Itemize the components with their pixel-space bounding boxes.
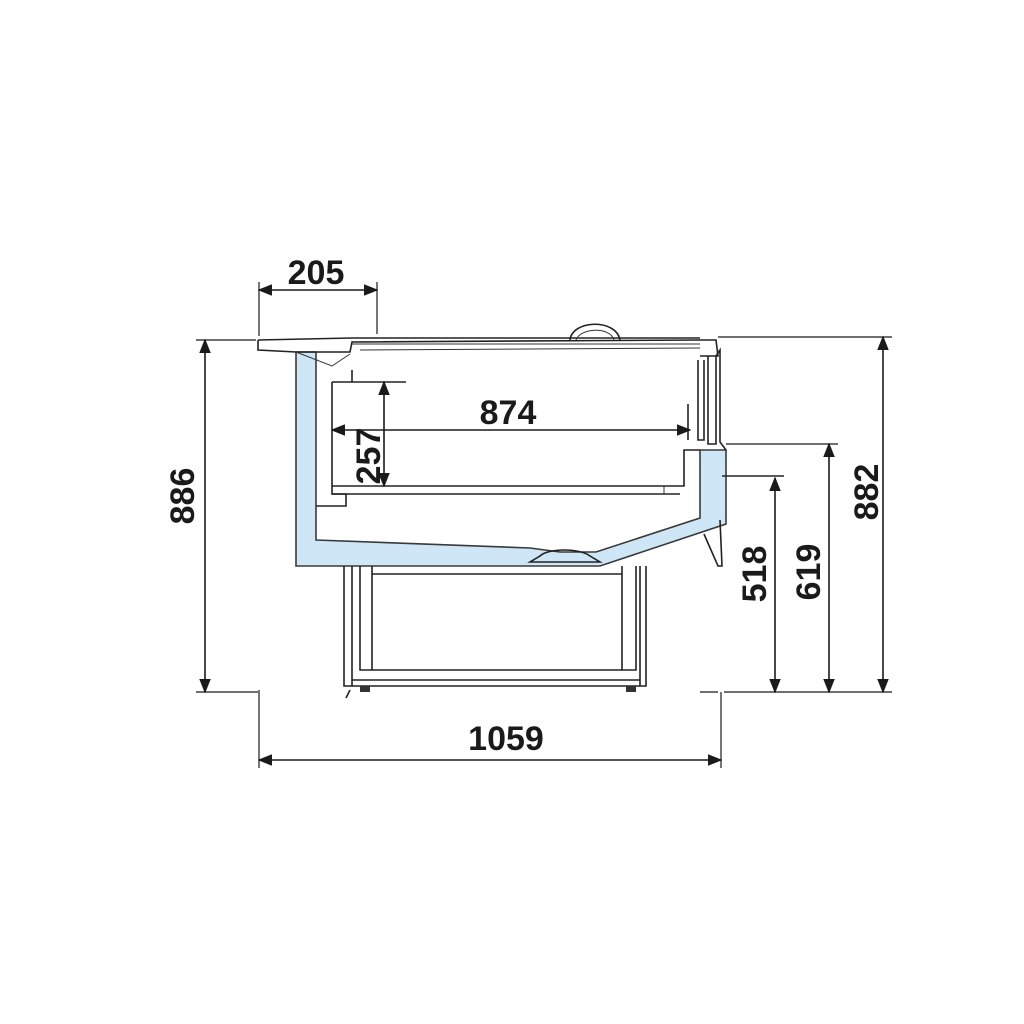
dimension-height-882: 882: [718, 335, 892, 694]
dimension-label-882: 882: [848, 464, 886, 521]
insulation-shell: [295, 351, 727, 567]
dimension-inner-width: 874: [330, 394, 692, 436]
dimension-height-518: 518: [736, 476, 781, 694]
dimension-label-257: 257: [350, 428, 388, 485]
display-case-section: [257, 323, 784, 699]
dimension-label-205: 205: [288, 254, 345, 292]
inner-tray: [316, 370, 700, 507]
dimension-height-619: 619: [726, 442, 838, 694]
dimension-label-1059: 1059: [468, 720, 544, 758]
dimension-inner-depth: 257: [350, 380, 390, 488]
base-stand: [343, 566, 647, 699]
dimension-label-518: 518: [736, 546, 774, 603]
top-lid: [257, 323, 719, 367]
dimension-label-619: 619: [790, 544, 828, 601]
dimension-top-overhang: 205: [257, 254, 379, 336]
dimension-total-width: 1059: [257, 690, 723, 768]
dimension-total-height-left: 886: [164, 338, 258, 694]
front-panel: [697, 347, 784, 567]
dimension-label-886: 886: [164, 468, 202, 525]
drain-fitting: [527, 549, 603, 563]
dimension-label-874: 874: [480, 394, 537, 432]
